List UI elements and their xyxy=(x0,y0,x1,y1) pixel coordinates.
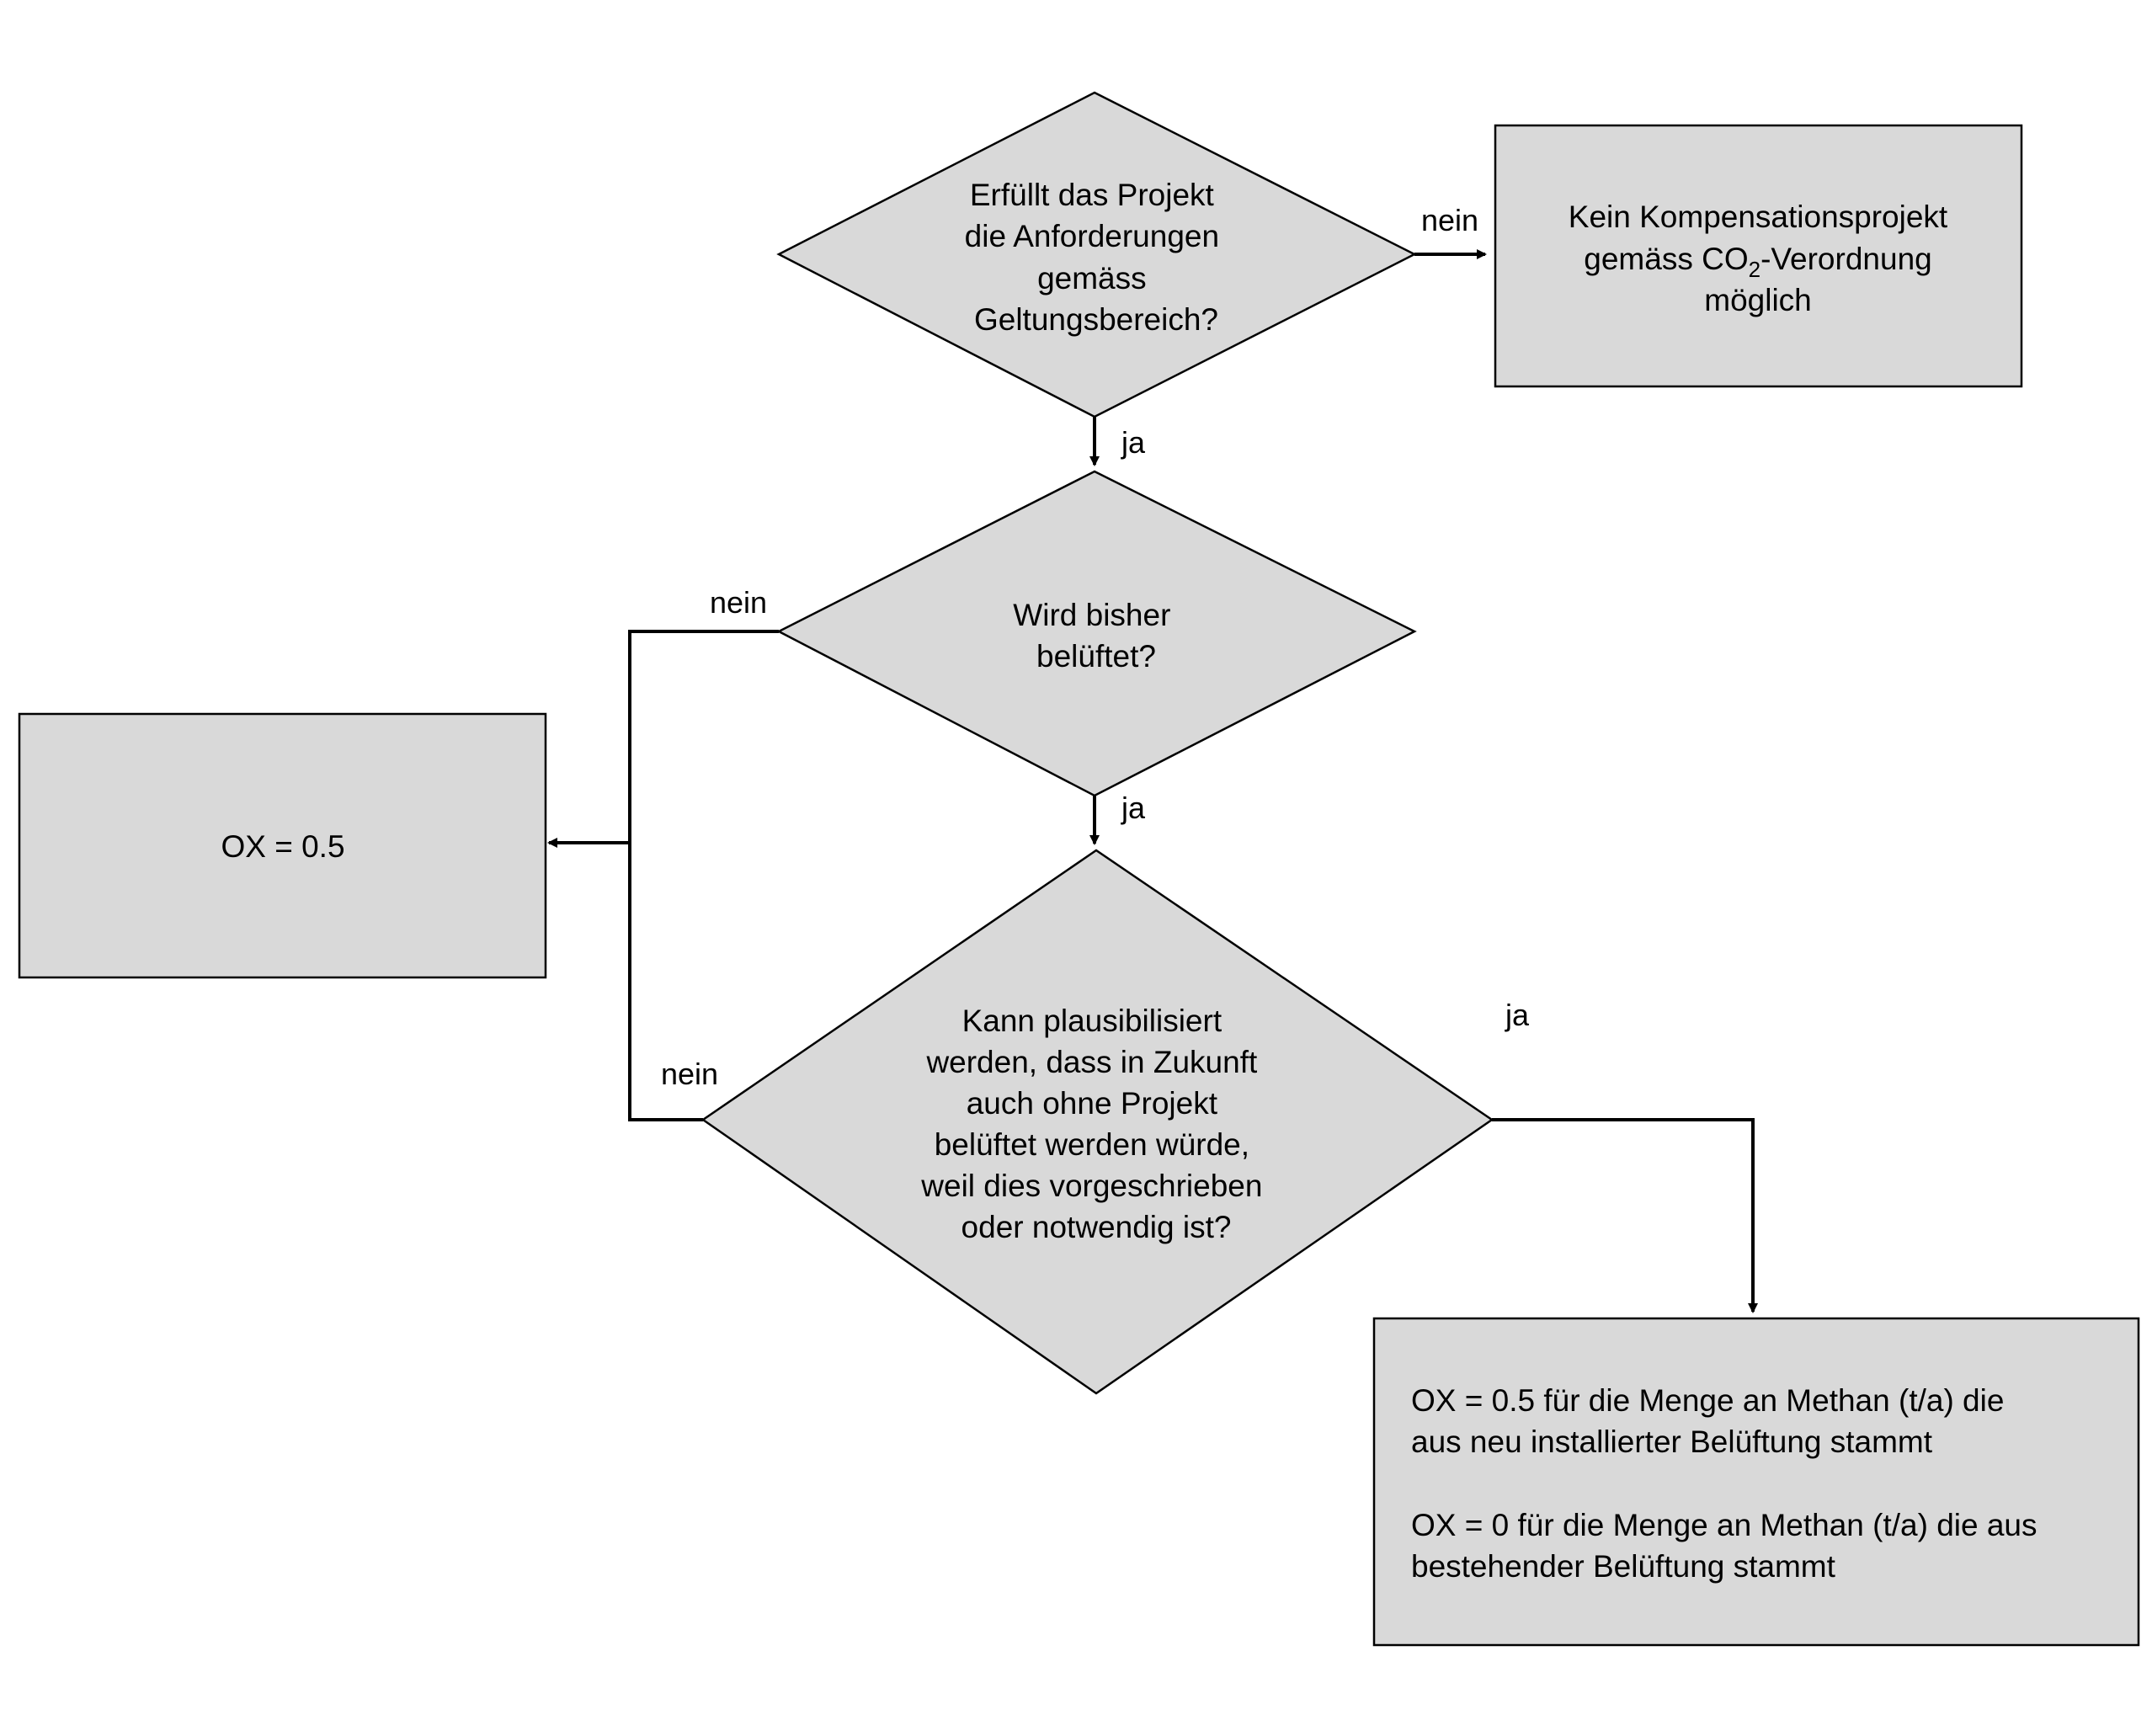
decision-future-ventilation-plausible: Kann plausibilisiert werden, dass in Zuk… xyxy=(700,849,1494,1395)
decision-label-line: Wird bisher xyxy=(1013,598,1170,632)
decision-label-line: die Anforderungen xyxy=(965,219,1219,253)
result-label-co2-line: gemäss CO2-Verordnung xyxy=(1584,242,1931,282)
result-ox-half: OX = 0.5 xyxy=(18,712,547,979)
result-label-line: OX = 0 für die Menge an Methan (t/a) die… xyxy=(1411,1508,2037,1542)
decision-label: Kann plausibilisiert werden, dass in Zuk… xyxy=(920,1004,1270,1244)
edge-label-q3-nein: nein xyxy=(661,1057,718,1091)
decision-label-line: weil dies vorgeschrieben xyxy=(920,1169,1262,1203)
result-label: Kein Kompensationsprojekt xyxy=(1569,200,1948,234)
result-box xyxy=(1372,1317,2140,1647)
decision-label-line: Kann plausibilisiert xyxy=(962,1004,1222,1038)
decision-label-line: Geltungsbereich? xyxy=(974,302,1218,337)
decision-diamond xyxy=(776,91,1417,418)
result-no-compensation-project: Kein Kompensationsprojekt gemäss CO2-Ver… xyxy=(1494,124,2023,388)
connector-q3-nein xyxy=(628,843,703,1121)
result-label: möglich xyxy=(1704,283,1812,317)
decision-project-requirements: Erfüllt das Projekt die Anforderungen ge… xyxy=(776,91,1417,418)
connector-q2-nein xyxy=(628,630,779,843)
decision-label-line: belüftet? xyxy=(1036,639,1156,674)
result-ox-split: OX = 0.5 für die Menge an Methan (t/a) d… xyxy=(1372,1317,2140,1647)
result-box xyxy=(18,712,547,979)
result-box xyxy=(1494,124,2023,388)
decision-label-line: Erfüllt das Projekt xyxy=(970,178,1215,212)
result-label-line: bestehender Belüftung stammt xyxy=(1411,1549,1836,1584)
decision-label-line: oder notwendig ist? xyxy=(961,1210,1232,1244)
edge-label-q2-nein: nein xyxy=(710,585,767,620)
result-label-line: möglich xyxy=(1704,283,1812,317)
decision-label-line: belüftet werden würde, xyxy=(935,1127,1249,1162)
decision-diamond xyxy=(700,849,1494,1395)
result-label: OX = 0.5 xyxy=(221,829,344,864)
decision-label: Erfüllt das Projekt die Anforderungen ge… xyxy=(965,178,1228,337)
result-label-line: OX = 0.5 für die Menge an Methan (t/a) d… xyxy=(1411,1383,2004,1418)
decision-label-line: auch ohne Projekt xyxy=(967,1086,1218,1121)
edge-label-q2-ja: ja xyxy=(1121,791,1146,825)
result-label-line: aus neu installierter Belüftung stammt xyxy=(1411,1424,1933,1459)
decision-diamond xyxy=(776,470,1417,797)
decision-label: Wird bisher belüftet? xyxy=(1013,598,1179,674)
edge-label-q1-nein: nein xyxy=(1421,203,1478,237)
edge-label-q3-ja: ja xyxy=(1505,998,1530,1032)
connector-q3-ja xyxy=(1492,1118,1758,1313)
edge-label-q1-ja: ja xyxy=(1121,425,1146,460)
result-label: OX = 0.5 für die Menge an Methan (t/a) d… xyxy=(1411,1383,2046,1584)
result-label-line: Kein Kompensationsprojekt xyxy=(1569,200,1948,234)
decision-label-line: werden, dass in Zukunft xyxy=(925,1045,1258,1079)
decision-label-line: gemäss xyxy=(1037,261,1147,296)
decision-currently-ventilated: Wird bisher belüftet? xyxy=(776,470,1417,797)
